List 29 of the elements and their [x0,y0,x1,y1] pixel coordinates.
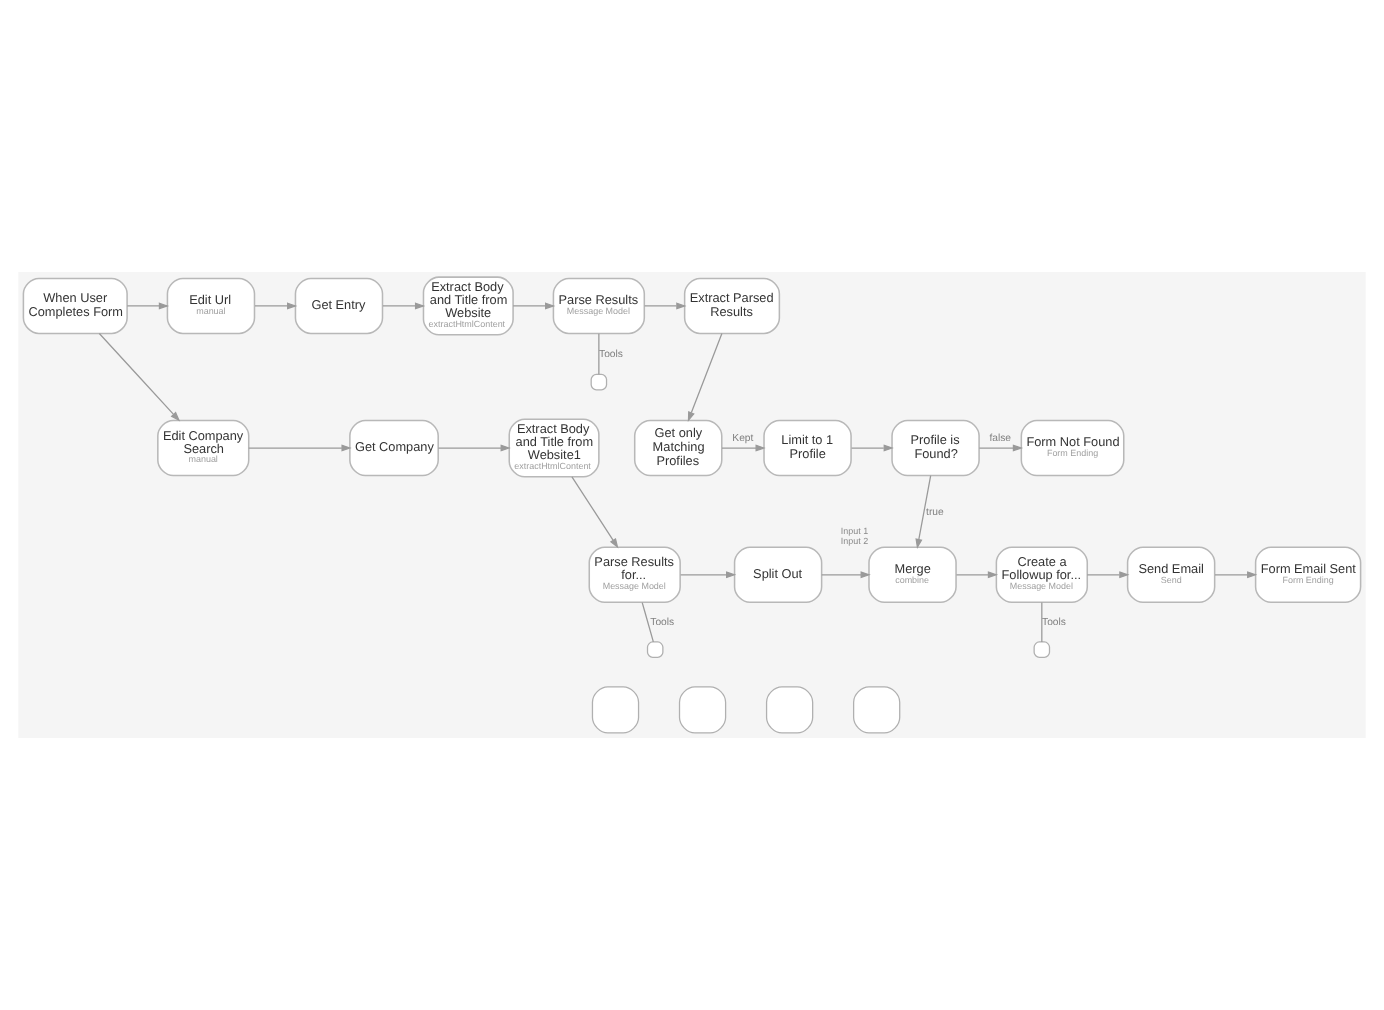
node-box [590,373,608,391]
node-box [765,686,814,734]
arrow [1214,571,1258,579]
arrow [512,302,556,310]
arrow [571,476,619,549]
node-box [1033,641,1051,658]
arrow [721,444,766,452]
arrow [644,302,687,310]
arrow [955,571,999,579]
arrow [680,571,737,579]
arrow [687,332,723,422]
arrow [850,444,894,452]
arrow [98,332,181,422]
node-box [678,686,727,734]
arrow [248,444,352,452]
connector [1041,601,1043,643]
arrow [126,302,170,310]
arrow [382,302,426,310]
connector [598,333,600,375]
arrow [1086,571,1130,579]
node-box [646,641,664,658]
arrow [821,571,871,579]
arrow [978,444,1024,452]
node-box [591,686,640,734]
arrow [254,302,298,310]
arrow [437,444,511,452]
node-box [853,686,901,734]
connector [641,601,654,643]
arrow [915,475,932,550]
